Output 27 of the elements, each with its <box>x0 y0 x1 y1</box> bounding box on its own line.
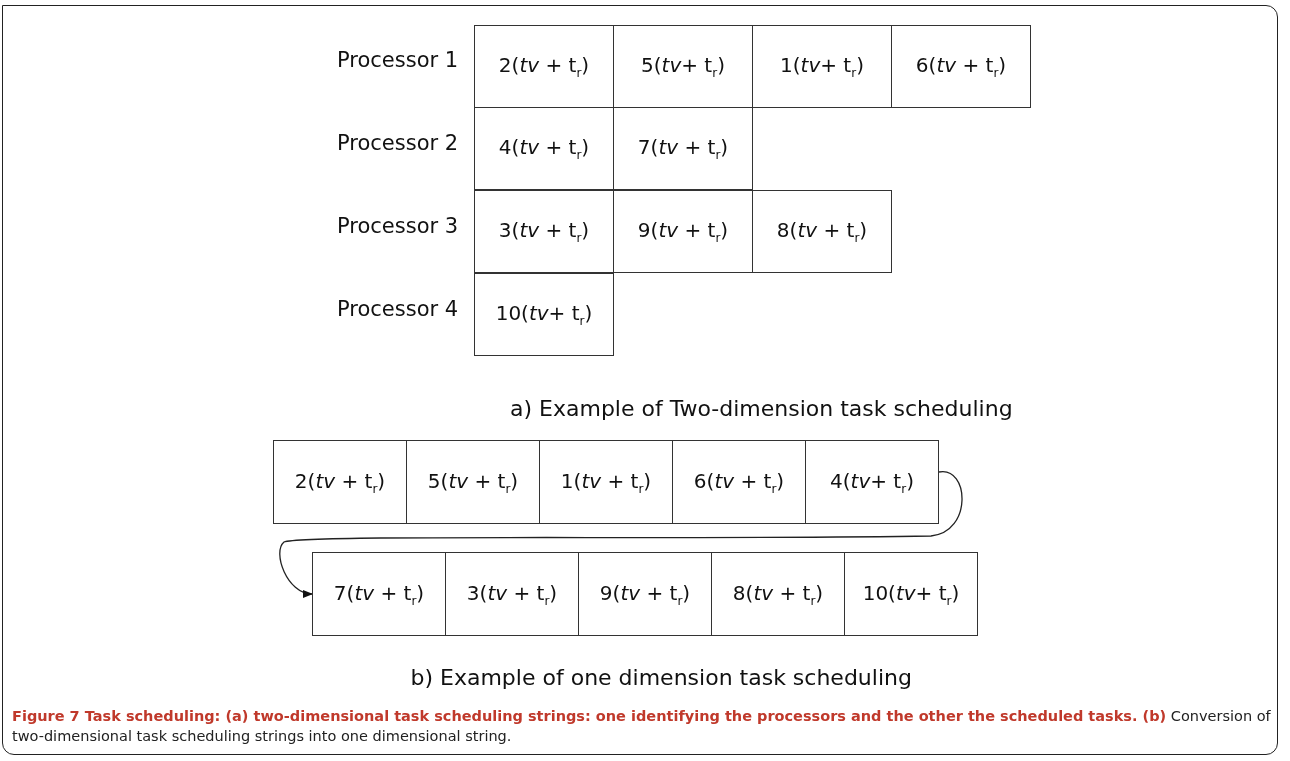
task-cell: 8(tv + t$_{r}$) <box>711 552 845 636</box>
task-cell: 10(tv+ t$_{r}$) <box>844 552 978 636</box>
task-cell: 8(tv + t$_{r}$) <box>752 190 892 273</box>
processor-label: Processor 2 <box>337 131 459 155</box>
task-cell: 6(tv + t$_{r}$) <box>891 25 1031 108</box>
task-cell: 4(tv + t$_{r}$) <box>474 107 614 190</box>
task-cell: 9(tv + t$_{r}$) <box>613 190 753 273</box>
task-cell: 10(tv+ t$_{r}$) <box>474 273 614 356</box>
task-cell: 7(tv + t$_{r}$) <box>613 107 753 190</box>
task-cell: 6(tv + t$_{r}$) <box>672 440 806 524</box>
task-cell: 1(tv+ t$_{r}$) <box>752 25 892 108</box>
task-cell: 4(tv+ t$_{r}$) <box>805 440 939 524</box>
task-cell: 9(tv + t$_{r}$) <box>578 552 712 636</box>
subfigure-caption: a) Example of Two-dimension task scheduling <box>510 396 1013 421</box>
task-cell: 7(tv + t$_{r}$) <box>312 552 446 636</box>
processor-label: Processor 4 <box>337 297 459 321</box>
curved-arrow <box>279 471 963 597</box>
task-cell: 3(tv + t$_{r}$) <box>445 552 579 636</box>
processor-label: Processor 3 <box>337 214 459 238</box>
processor-label: Processor 1 <box>337 48 459 72</box>
figure-caption: Figure 7 Task scheduling: (a) two-dimensional task scheduling strings: one identifying the processors and the other the scheduled tasks. (b) Conversion of two-dimensional task scheduling strings into one dimensional string. <box>12 707 1272 746</box>
task-cell: 1(tv + t$_{r}$) <box>539 440 673 524</box>
task-cell: 3(tv + t$_{r}$) <box>474 190 614 273</box>
task-cell: 2(tv + t$_{r}$) <box>474 25 614 108</box>
task-cell: 5(tv + t$_{r}$) <box>406 440 540 524</box>
subfigure-caption: b) Example of one dimension task scheduling <box>410 665 912 690</box>
task-cell: 2(tv + t$_{r}$) <box>273 440 407 524</box>
